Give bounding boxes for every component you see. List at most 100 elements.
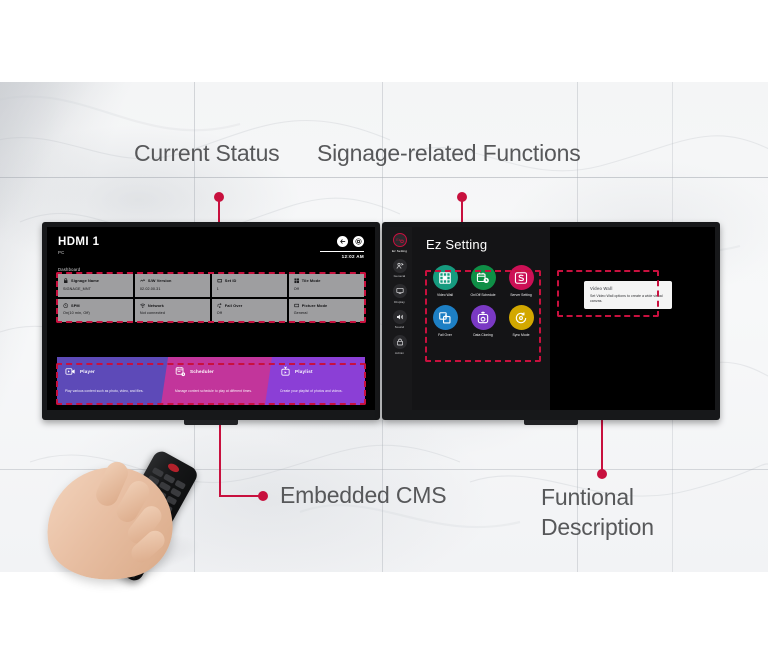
sidebar-item-sound[interactable]: Sound	[387, 309, 412, 329]
tile-header: Tile Mode	[294, 278, 359, 284]
tile-header: Set ID	[217, 278, 282, 284]
tile-header: Network	[140, 303, 205, 309]
annotation-signage-functions: Signage-related Functions	[317, 140, 581, 166]
status-tile[interactable]: Picture Mode General	[288, 298, 364, 322]
left-display-monitor: HDMI 1 PC 12	[42, 222, 380, 425]
display-stand	[524, 420, 578, 425]
tile-title: Picture Mode	[301, 302, 328, 308]
connector-dot-cms	[258, 491, 268, 501]
connector-dot-signage-functions	[457, 192, 467, 202]
hand-with-remote	[37, 440, 236, 591]
tile-value: 1	[216, 286, 219, 291]
playlist-icon	[280, 366, 291, 377]
function-on-off-schedule[interactable]: On/Off Schedule	[464, 265, 502, 297]
cms-card-description: Manage content schedule to play at diffe…	[175, 389, 253, 393]
display-icon	[392, 284, 407, 298]
cms-card-playlist[interactable]: Playlist Create your playlist of photos …	[265, 357, 365, 405]
settings-body: Ez Setting Video Wall On/Of	[412, 227, 715, 410]
settings-icon[interactable]	[353, 236, 364, 247]
tile-header: Signage Name	[63, 278, 128, 284]
function-server-setting[interactable]: Server Setting	[502, 265, 540, 297]
tile-title: Network	[147, 302, 164, 308]
tile-title: Fail Over	[224, 302, 243, 308]
video-wall-icon	[432, 265, 458, 290]
tile-value: Off	[216, 311, 222, 316]
status-tile[interactable]: Set ID 1	[211, 274, 288, 297]
status-tile-grid: Signage Name SIGNAGE_MNT S/W Version 02.…	[58, 274, 364, 322]
clock-display: 12:02 AM	[320, 251, 364, 259]
tile-value: On(10 min, Off)	[63, 311, 90, 316]
sidebar-item-label: Sound	[394, 325, 405, 329]
general-icon	[392, 258, 407, 273]
network-icon	[140, 303, 146, 309]
tile-value: Not connected	[139, 311, 165, 316]
source-info: HDMI 1 PC	[58, 236, 99, 255]
display-stand	[184, 420, 238, 425]
status-tile[interactable]: Fail Over Off	[211, 298, 288, 322]
ez-setting-icon: Ez	[392, 233, 407, 247]
function-label: Data Cloning	[473, 333, 493, 338]
connector-line-cms-horizontal	[219, 495, 263, 497]
cms-card-title: Scheduler	[190, 369, 215, 374]
status-tile[interactable]: Network Not connected	[134, 298, 211, 322]
cms-card-description: Create your playlist of photos and video…	[280, 389, 343, 393]
cms-card-scheduler[interactable]: Scheduler Manage content schedule to pla…	[161, 357, 279, 405]
annotation-embedded-cms: Embedded CMS	[280, 482, 447, 508]
connector-dot-functional-desc	[597, 469, 607, 479]
tooltip-description: Set Video Wall options to create a wide …	[590, 294, 663, 303]
server-setting-icon	[508, 265, 534, 290]
tooltip-title: Video Wall	[590, 286, 613, 291]
settings-sidebar: Ez Ez Setting General Dis	[387, 227, 412, 410]
dashboard-top-icons	[337, 236, 364, 247]
tile-title: Set ID	[224, 278, 237, 284]
tile-header: Picture Mode	[294, 303, 359, 309]
cms-card-row: Player Play various content such as phot…	[57, 357, 365, 405]
function-label: Sync Mode	[512, 333, 530, 338]
tile-value: Off	[293, 286, 299, 291]
sidebar-item-admin[interactable]: Admin	[387, 335, 412, 355]
function-video-wall[interactable]: Video Wall	[426, 265, 464, 297]
sidebar-item-display[interactable]: Display	[387, 284, 412, 304]
right-display-monitor: Ez Ez Setting General Dis	[382, 222, 720, 425]
source-title: HDMI 1	[58, 236, 100, 248]
tile-mode-icon	[294, 278, 300, 284]
function-label: On/Off Schedule	[470, 293, 496, 297]
status-tile[interactable]: Tile Mode Off	[288, 274, 364, 297]
tile-title: S/W Version	[147, 278, 172, 284]
cms-card-title: Player	[80, 369, 95, 374]
function-label: Server Setting	[510, 293, 532, 297]
annotation-current-status: Current Status	[134, 140, 280, 166]
signage-name-icon	[63, 278, 69, 284]
picture-mode-icon	[294, 303, 300, 309]
cms-card-description: Play various content such as photo, vide…	[65, 389, 144, 393]
admin-icon	[392, 335, 407, 349]
back-icon[interactable]	[337, 236, 348, 247]
sidebar-item-label: Display	[394, 299, 405, 304]
fail-over-icon	[432, 305, 458, 331]
function-data-cloning[interactable]: Data Cloning	[464, 305, 502, 337]
annotation-functional-description: Funtional Description	[541, 484, 654, 540]
tile-title: Signage Name	[71, 278, 100, 284]
page-title: Ez Setting	[426, 237, 488, 252]
tile-value: General	[293, 311, 308, 316]
sidebar-item-ez-setting[interactable]: Ez Ez Setting	[387, 233, 412, 253]
function-description-tooltip: Video Wall Set Video Wall options to cre…	[584, 281, 672, 309]
connector-dot-current-status	[214, 192, 224, 202]
tile-value: SIGNAGE_MNT	[63, 286, 91, 291]
left-display-screen: HDMI 1 PC 12	[47, 227, 375, 410]
scheduler-icon	[175, 366, 186, 377]
sidebar-item-general[interactable]: General	[387, 258, 412, 278]
cms-card-header: Player	[65, 366, 167, 377]
cms-card-player[interactable]: Player Play various content such as phot…	[57, 357, 175, 405]
sync-mode-icon	[508, 305, 534, 331]
on-off-schedule-icon	[470, 265, 496, 290]
function-sync-mode[interactable]: Sync Mode	[502, 305, 540, 337]
function-icon-grid: Video Wall On/Off Schedule	[426, 265, 540, 338]
status-tile[interactable]: S/W Version 02.02.00.31	[134, 274, 211, 297]
connector-line-cms-vertical	[219, 406, 221, 497]
status-tile[interactable]: SPM On(10 min, Off)	[58, 298, 134, 322]
data-cloning-icon	[470, 305, 496, 331]
function-fail-over[interactable]: Fail Over	[426, 305, 464, 337]
status-tile[interactable]: Signage Name SIGNAGE_MNT	[58, 274, 134, 297]
